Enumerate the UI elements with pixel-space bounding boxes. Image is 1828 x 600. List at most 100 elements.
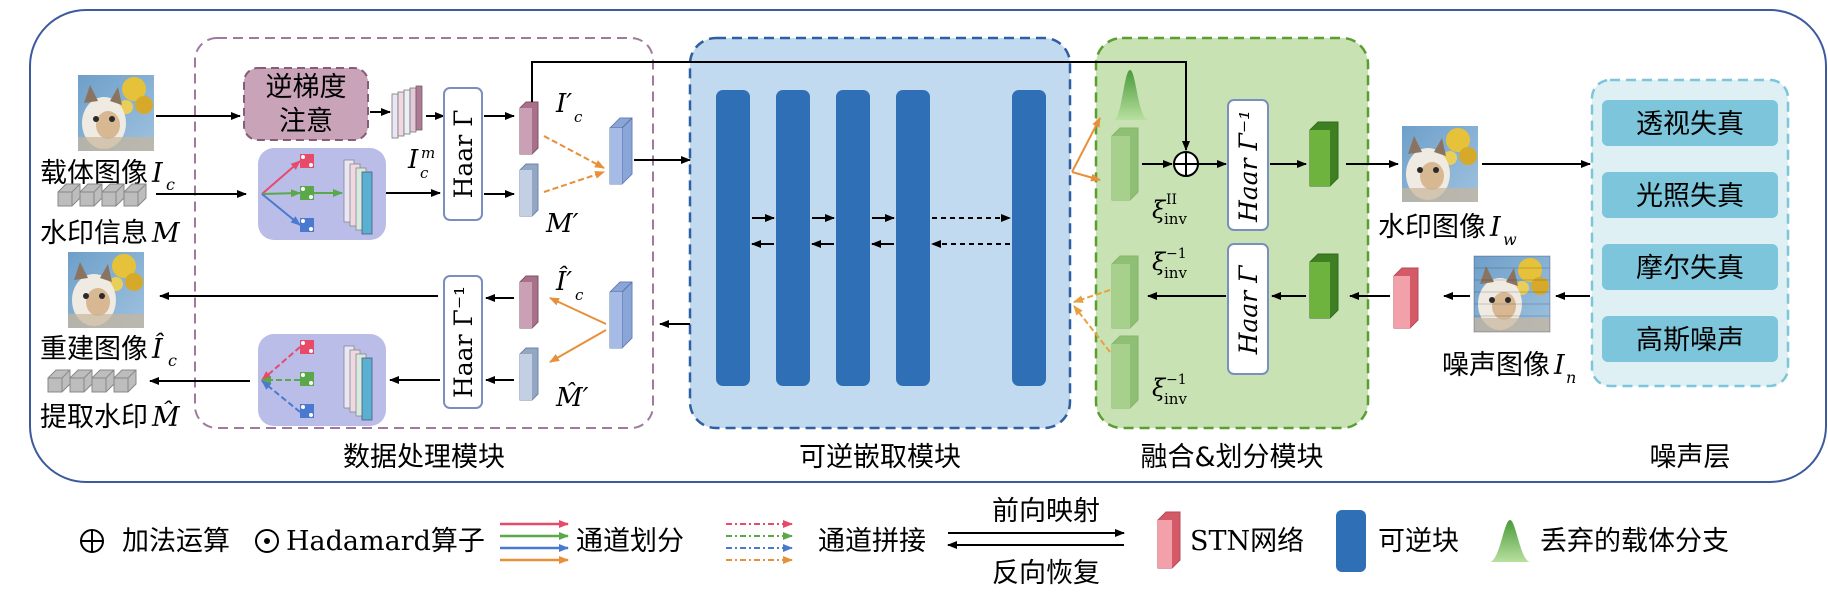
add-op-icon: [80, 529, 104, 553]
watermark-bits-icon: [48, 370, 136, 392]
watermarked-symbol: I: [1489, 212, 1502, 243]
legend-add-op: 加法运算: [122, 526, 230, 557]
invertible-block-2: [776, 90, 810, 386]
attention-features: [391, 85, 423, 139]
ic-hat-prime-subscript: c: [575, 286, 584, 304]
m-hat-prime-block: [519, 347, 539, 401]
distortion-label: 高斯噪声: [1636, 325, 1744, 356]
legend-discarded: 丢弃的载体分支: [1540, 526, 1729, 557]
xi-ii-subscript: inv: [1164, 210, 1187, 228]
invertible-block-3: [836, 90, 870, 386]
legend: 加法运算 Hadamard算子 通道划分 通道拼接 前向映射 反向恢复 STN网…: [80, 496, 1729, 589]
inv-block-icon: [1336, 510, 1366, 572]
ic-prime-symbol: I′: [555, 89, 572, 119]
xi-ii-symbol: ξ: [1152, 196, 1167, 224]
distortion-item: [1602, 172, 1778, 218]
haar-forward-label: Haar Γ: [449, 110, 478, 199]
ic-hat-prime-symbol: Î′: [555, 265, 572, 297]
stn-icon: [1393, 267, 1419, 329]
xi-inv-subscript-2: inv: [1164, 390, 1187, 408]
legend-forward: 前向映射: [992, 496, 1100, 527]
legend-stn: STN网络: [1190, 526, 1304, 557]
watermarked-subscript: w: [1503, 230, 1517, 249]
distortion-item: [1602, 316, 1778, 362]
haar-inverse-box: [443, 275, 483, 409]
fusion-feature-top: [1111, 127, 1139, 201]
module-label-fusion: 融合&划分模块: [1140, 442, 1323, 473]
distortion-label: 透视失真: [1636, 109, 1744, 140]
discarded-branch-icon: [1490, 520, 1530, 562]
legend-reverse: 反向恢复: [992, 558, 1100, 589]
im-subscript: c: [420, 164, 429, 182]
haar-fusion-label: Haar Γ: [1234, 264, 1263, 356]
add-op-icon: [1173, 151, 1199, 177]
ic-prime-block: [519, 101, 539, 155]
carrier-symbol: I: [151, 158, 164, 189]
noisy-image-overlay: [1473, 255, 1551, 333]
haar-inverse-fusion-box: [1227, 99, 1269, 231]
xi-inv-symbol-1: ξ: [1152, 248, 1167, 276]
fusion-feature-mid: [1111, 255, 1139, 329]
module-label-invertible: 可逆嵌取模块: [799, 442, 961, 473]
ic-prime-subscript: c: [574, 108, 583, 126]
ic-hat-prime-block: [519, 275, 539, 329]
xi-inv-subscript-1: inv: [1164, 264, 1187, 282]
grad-attention-line1: 逆梯度: [266, 72, 347, 103]
im-symbol: I: [407, 145, 419, 175]
fusion-module: [1094, 36, 1370, 430]
reconstructed-symbol: Î: [151, 332, 165, 365]
carrier-subscript: c: [166, 175, 175, 194]
cat-image-icon: [1402, 126, 1478, 202]
grad-attention-box: [243, 67, 369, 141]
invertible-block-1: [716, 90, 750, 386]
watermark-info-label: 水印信息: [40, 218, 148, 249]
im-superscript: m: [421, 144, 435, 162]
cat-image-icon: [68, 252, 144, 328]
stn-icon: [1157, 511, 1181, 569]
watermarked-label: 水印图像: [1378, 212, 1486, 243]
noisy-label: 噪声图像: [1442, 350, 1550, 381]
invertible-block-5: [1012, 90, 1046, 386]
m-hat-prime-symbol: M̂′: [555, 382, 589, 413]
noisy-symbol: I: [1553, 350, 1566, 381]
invertible-block-4: [896, 90, 930, 386]
haar-inverse-fusion-label: Haar Γ⁻¹: [1234, 110, 1263, 223]
m-prime-symbol: M′: [545, 209, 579, 239]
xi-inv-symbol-2: ξ: [1152, 374, 1167, 402]
fusion-feature-low: [1111, 335, 1139, 409]
concat-block-bottom: [609, 281, 633, 349]
distortion-item: [1602, 244, 1778, 290]
module-label-noise: 噪声层: [1650, 442, 1731, 473]
extracted-symbol: M̂: [151, 400, 181, 433]
hadamard-op-icon: [255, 529, 279, 553]
legend-channel-split: 通道划分: [576, 526, 684, 557]
haar-inverse-label: Haar Γ⁻¹: [449, 286, 478, 398]
haar-fusion-box: [1227, 243, 1269, 375]
xi-ii-superscript: II: [1166, 192, 1177, 208]
watermark-info-symbol: M: [151, 218, 181, 249]
xi-inv-superscript-1: −1: [1166, 246, 1187, 262]
concat-block-top: [609, 117, 633, 185]
legend-inv-block: 可逆块: [1378, 526, 1459, 557]
noise-layer: [1590, 78, 1790, 388]
grad-attention-line2: 注意: [279, 106, 333, 137]
fusion-input-block: [1309, 253, 1339, 319]
discarded-branch-icon: [1114, 70, 1148, 120]
distortion-item: [1602, 100, 1778, 146]
noisy-subscript: n: [1566, 368, 1576, 387]
reconstructed-subscript: c: [168, 351, 177, 370]
xi-inv-superscript-2: −1: [1166, 372, 1187, 388]
carrier-label: 载体图像: [40, 158, 148, 189]
reconstructed-label: 重建图像: [40, 334, 148, 365]
haar-forward-box: [443, 87, 483, 221]
cat-image-icon: [78, 75, 154, 151]
legend-hadamard: Hadamard算子: [286, 526, 485, 557]
m-prime-block: [519, 163, 539, 217]
legend-channel-concat: 通道拼接: [818, 526, 926, 557]
extracted-label: 提取水印: [40, 402, 148, 433]
invertible-arrows: [751, 214, 1011, 248]
module-label-data: 数据处理模块: [343, 442, 505, 473]
distortion-label: 摩尔失真: [1636, 253, 1744, 284]
